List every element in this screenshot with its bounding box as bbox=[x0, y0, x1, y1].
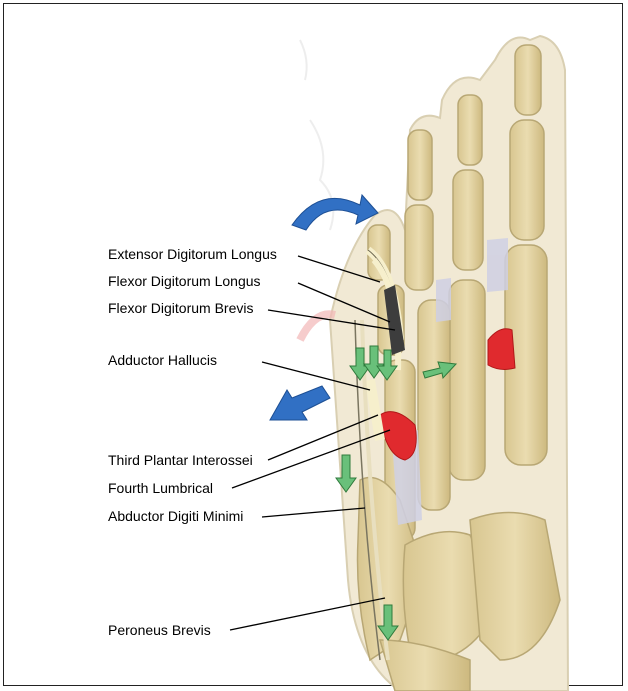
label-flexor-digitorum-brevis: Flexor Digitorum Brevis bbox=[108, 300, 253, 316]
curved-blue-arrow-icon bbox=[292, 195, 378, 230]
label-fourth-lumbrical: Fourth Lumbrical bbox=[108, 480, 213, 496]
label-extensor-digitorum-longus: Extensor Digitorum Longus bbox=[108, 246, 277, 262]
label-third-plantar-interossei: Third Plantar Interossei bbox=[108, 452, 253, 468]
blue-arrow-icon bbox=[270, 386, 330, 420]
label-adductor-hallucis: Adductor Hallucis bbox=[108, 352, 217, 368]
label-abductor-digiti-minimi: Abductor Digiti Minimi bbox=[108, 508, 243, 524]
label-peroneus-brevis: Peroneus Brevis bbox=[108, 622, 211, 638]
label-flexor-digitorum-longus: Flexor Digitorum Longus bbox=[108, 273, 261, 289]
